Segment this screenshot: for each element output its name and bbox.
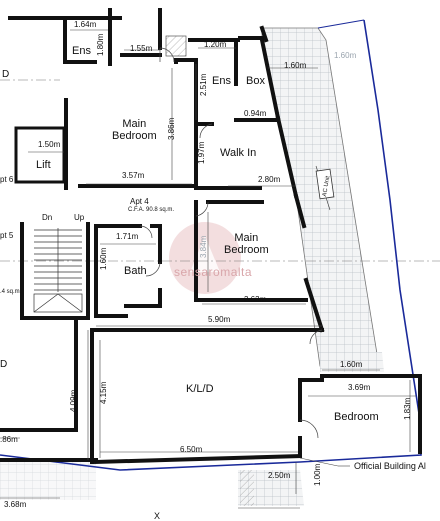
label-apt-6: pt 6 [0,175,14,184]
dim-415: 4.15m [99,381,108,404]
room-kld: K/L/D [186,383,214,395]
dim-280: 2.80m [258,175,281,184]
dim-250: 2.50m [268,471,291,480]
room-box: Box [246,75,265,87]
dim-160-lower: 1.60m [340,360,363,369]
dim-180: 1.80m [96,33,105,56]
dim-160-bath: 1.60m [99,247,108,270]
room-ens-right: Ens [212,75,231,87]
label-up: Up [74,213,85,222]
room-bedroom: Bedroom [334,411,379,423]
dim-86-partial: .86m [0,435,18,444]
dim-369: 3.69m [348,383,371,392]
paving-bottom [238,470,304,506]
dim-183: 1.83m [403,397,412,420]
apartment-area: C.F.A. 90.8 sq.m. [128,207,175,213]
dim-164: 1.64m [74,20,97,29]
apartment-name: Apt 4 [130,197,149,206]
dim-384: 3.84m [199,235,208,258]
dim-100: 1.00m [313,463,322,486]
label-d-lower: D [0,359,8,370]
room-main-bedroom-2: Main Bedroom [224,232,269,257]
dim-251: 2.51m [199,73,208,96]
door-swings [139,47,323,439]
dim-094: 0.94m [244,109,267,118]
label-d-top: D [2,69,10,80]
ac-unit [315,168,335,200]
dim-368: 3.68m [4,500,27,509]
room-ens-left: Ens [72,45,91,57]
label-sqm: .4 sq.m. [0,289,22,295]
dim-386: 3.86m [167,117,176,140]
label-official-boundary: Official Building Al [354,461,426,471]
label-x: X [154,511,161,521]
room-main-bedroom-1: Main Bedroom [112,118,157,143]
dim-650: 6.50m [180,445,203,454]
room-lift: Lift [36,159,51,171]
room-walk-in: Walk In [220,147,257,159]
label-apt-5: pt 5 [0,231,14,240]
dim-160-blue: 1.60m [334,51,357,60]
paving-bottom-left [0,462,96,500]
dim-590: 5.90m [208,315,231,324]
dim-160-top: 1.60m [284,61,307,70]
dim-409: 4.09m [69,389,78,412]
terrace-strip [320,352,384,372]
watermark-text: sensaromalta [174,265,253,279]
walls [0,8,422,465]
dim-197: 1.97m [197,141,206,164]
label-dn: Dn [42,213,53,222]
dimension-lines [0,29,416,509]
dim-171: 1.71m [116,232,139,241]
dim-120: 1.20m [204,40,227,49]
room-bath: Bath [124,265,147,277]
dim-150: 1.50m [38,140,61,149]
dim-363: 3.63m [244,295,267,304]
dim-357: 3.57m [122,171,145,180]
stairs [33,228,83,313]
dim-155: 1.55m [130,44,153,53]
